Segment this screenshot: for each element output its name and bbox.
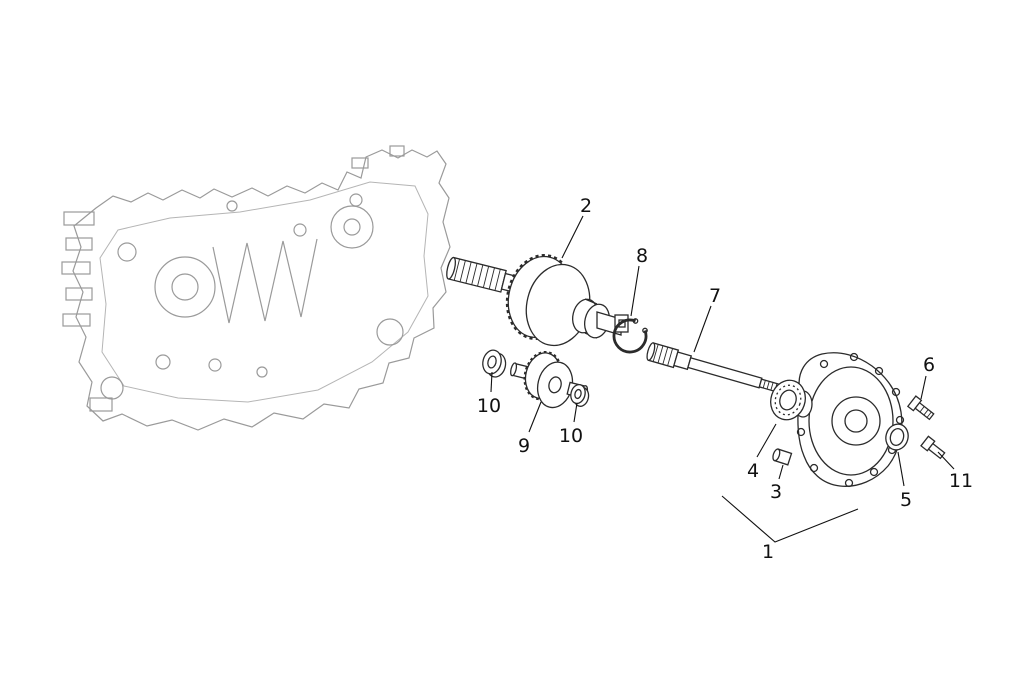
leader-5 — [897, 451, 905, 487]
gear-wheel-large — [505, 254, 629, 347]
leader-10a — [490, 371, 493, 393]
callout-2: 2 — [580, 195, 592, 217]
callout-5: 5 — [900, 489, 912, 511]
gear-shaft-part2 — [446, 254, 629, 347]
bearing-part4 — [770, 379, 806, 421]
leader-11 — [937, 451, 955, 470]
leader-3 — [778, 464, 784, 480]
callout-9: 9 — [518, 435, 530, 457]
callout-leader-lines — [490, 215, 955, 487]
leader-9 — [528, 401, 542, 433]
drive-shaft-part7 — [646, 342, 793, 396]
washer-left-part10 — [482, 349, 507, 378]
leader-6 — [920, 375, 927, 400]
seal-part5 — [885, 423, 909, 451]
callout-8: 8 — [636, 245, 648, 267]
washer-right-part10 — [570, 383, 590, 407]
leader-7 — [693, 305, 712, 353]
gearbox-cover — [781, 352, 905, 488]
callout-1: 1 — [762, 541, 774, 563]
crankcase-outline — [61, 145, 451, 431]
leader-2 — [561, 215, 584, 259]
leader-4 — [756, 423, 777, 458]
roller-part3 — [772, 448, 793, 466]
callout-10b: 10 — [559, 425, 583, 447]
callout-11: 11 — [949, 470, 973, 492]
circlip-part8 — [612, 318, 648, 354]
callout-labels: 2 8 7 10 9 10 4 3 5 6 11 1 — [477, 195, 973, 563]
callout-6: 6 — [923, 354, 935, 376]
callout-7: 7 — [709, 285, 721, 307]
leader-8 — [630, 265, 640, 317]
callout-3: 3 — [770, 481, 782, 503]
screw-part6 — [906, 395, 935, 421]
callout-10a: 10 — [477, 395, 501, 417]
leader-10b — [573, 402, 578, 423]
callout-4: 4 — [747, 460, 759, 482]
group-bracket-part1 — [721, 495, 859, 543]
